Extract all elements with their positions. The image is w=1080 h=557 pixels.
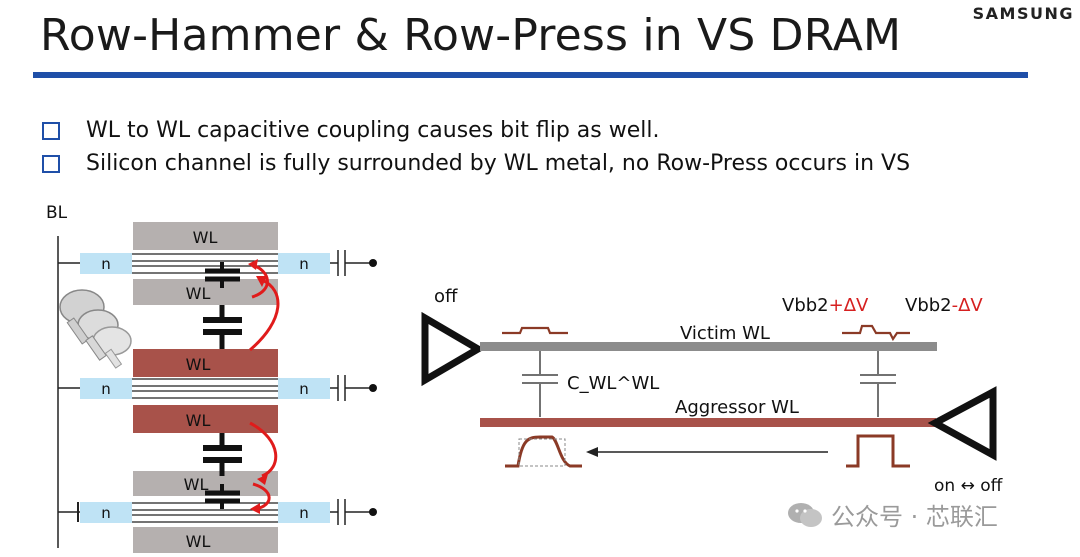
bullet-square-icon xyxy=(42,154,60,173)
aggressor-driver-icon xyxy=(927,386,997,461)
n-label: n xyxy=(101,380,111,398)
bullet-text-1: WL to WL capacitive coupling causes bit … xyxy=(86,118,660,143)
bullet-list: WL to WL capacitive coupling causes bit … xyxy=(42,114,910,180)
page-title: Row-Hammer & Row-Press in VS DRAM xyxy=(40,10,902,61)
channel-row-2: n n xyxy=(80,375,377,401)
schematic-capacitors xyxy=(522,351,896,417)
n-label: n xyxy=(299,504,309,522)
wl-label-1: WL xyxy=(193,228,218,247)
bullet-square-icon xyxy=(42,121,60,140)
n-label: n xyxy=(299,255,309,273)
storage-node-dot xyxy=(369,259,377,267)
wl-block-aggressor-2 xyxy=(133,405,278,433)
n-label: n xyxy=(101,504,111,522)
wl-label-5: WL xyxy=(184,475,209,494)
wl-block-1 xyxy=(133,222,278,250)
off-label: off xyxy=(434,286,458,307)
on-off-label: on ↔ off xyxy=(934,476,1004,496)
victim-waveform-right xyxy=(842,324,910,342)
coupling-schematic: off Victim WL Vbb2+ΔV Vbb2-ΔV C_WL^WL Ag… xyxy=(421,286,1004,496)
channel-row-1: n n xyxy=(80,250,377,276)
wl-block-aggressor-1 xyxy=(133,349,278,377)
watermark-text: 公众号 · 芯联汇 xyxy=(831,503,998,531)
victim-driver-icon xyxy=(421,311,485,387)
bullet-item-2: Silicon channel is fully surrounded by W… xyxy=(42,147,910,180)
hammer-icon xyxy=(59,289,132,369)
aggressor-wl-label: Aggressor WL xyxy=(675,397,799,418)
wl-label-4: WL xyxy=(186,411,211,430)
wl-label-6: WL xyxy=(186,532,211,551)
victim-waveform-left xyxy=(502,326,568,335)
wechat-icon xyxy=(788,502,822,527)
samsung-logo: SAMSUNG xyxy=(972,4,1074,23)
wl-label-2: WL xyxy=(186,284,211,303)
coupling-cap-label: C_WL^WL xyxy=(567,373,659,394)
vbb-plus-label: Vbb2+ΔV xyxy=(782,295,869,316)
storage-node-dot xyxy=(369,384,377,392)
bullet-text-2: Silicon channel is fully surrounded by W… xyxy=(86,151,911,176)
aggressor-wl-line xyxy=(480,418,936,427)
victim-wl-line xyxy=(480,342,937,351)
bullet-item-1: WL to WL capacitive coupling causes bit … xyxy=(42,114,910,147)
storage-node-dot xyxy=(369,508,377,516)
bl-label: BL xyxy=(46,203,68,223)
vs-dram-cross-section: BL WL WL WL WL WL WL n n xyxy=(46,203,377,553)
wl-label-3: WL xyxy=(186,355,211,374)
vbb-minus-label: Vbb2-ΔV xyxy=(905,295,983,316)
coupling-capacitors xyxy=(203,262,242,509)
watermark: 公众号 · 芯联汇 xyxy=(787,497,998,532)
wl-block-2 xyxy=(133,279,278,305)
wl-block-6 xyxy=(133,527,278,553)
title-underline xyxy=(33,72,1028,78)
aggressor-pulse-delayed xyxy=(505,435,582,468)
n-label: n xyxy=(101,255,111,273)
victim-wl-label: Victim WL xyxy=(680,323,770,344)
aggressor-pulse xyxy=(846,434,910,468)
n-label: n xyxy=(299,380,309,398)
